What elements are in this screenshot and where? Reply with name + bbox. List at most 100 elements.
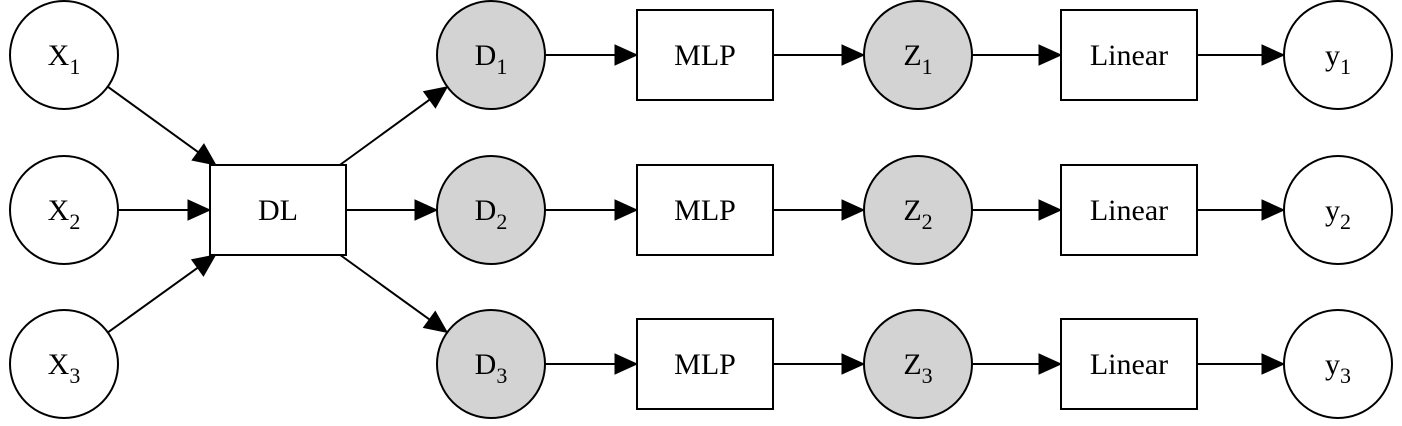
node-circle xyxy=(1283,309,1393,419)
node-label-main: DL xyxy=(258,194,298,227)
arrowhead xyxy=(414,199,439,221)
node-label: y3 xyxy=(1325,348,1351,388)
edge-d2-mlp2 xyxy=(545,199,639,221)
node-box xyxy=(636,9,774,101)
node-x3: X3 xyxy=(9,309,119,419)
block-lin3: Linear xyxy=(1060,318,1198,410)
block-dl: DL xyxy=(209,164,347,256)
node-circle xyxy=(1283,155,1393,265)
edge-d1-mlp1 xyxy=(545,44,639,66)
node-label: y2 xyxy=(1325,194,1351,234)
arrowhead xyxy=(841,353,866,375)
node-x2: X2 xyxy=(9,155,119,265)
edge-line xyxy=(339,98,431,166)
node-label-main: Z xyxy=(903,348,921,381)
block-lin2: Linear xyxy=(1060,164,1198,256)
node-label-subscript: 2 xyxy=(496,209,507,234)
arrowhead xyxy=(1038,199,1063,221)
node-box xyxy=(636,164,774,256)
node-x1: X1 xyxy=(9,0,119,110)
node-circle xyxy=(863,309,973,419)
node-circle xyxy=(9,309,119,419)
node-label-main: MLP xyxy=(674,348,736,381)
arrowhead xyxy=(422,310,449,334)
node-label-subscript: 1 xyxy=(496,54,507,79)
node-y2: y2 xyxy=(1283,155,1393,265)
node-label: X2 xyxy=(48,194,81,234)
node-label-main: X xyxy=(48,194,70,227)
node-d2: D2 xyxy=(436,155,546,265)
edge-mlp2-z2 xyxy=(773,199,866,221)
node-label: D1 xyxy=(475,39,508,79)
node-label: X1 xyxy=(48,39,81,79)
node-label: Z1 xyxy=(903,39,932,79)
node-box xyxy=(1060,318,1198,410)
node-label-subscript: 3 xyxy=(1340,363,1351,388)
node-label-main: D xyxy=(475,348,497,381)
node-label: MLP xyxy=(674,348,736,381)
node-label: D2 xyxy=(475,194,508,234)
node-label-main: MLP xyxy=(674,194,736,227)
node-label-subscript: 2 xyxy=(69,209,80,234)
arrowhead xyxy=(841,44,866,66)
node-label-subscript: 3 xyxy=(69,363,80,388)
edge-d3-mlp3 xyxy=(545,353,639,375)
node-label: D3 xyxy=(475,348,508,388)
edge-dl-d3 xyxy=(339,254,449,334)
node-box xyxy=(636,318,774,410)
edge-x2-dl xyxy=(118,199,212,221)
node-label-subscript: 2 xyxy=(1340,209,1351,234)
edge-z1-lin1 xyxy=(972,44,1063,66)
node-label: X3 xyxy=(48,348,81,388)
edge-lin2-y2 xyxy=(1197,199,1286,221)
arrowhead xyxy=(191,143,217,166)
node-label: Linear xyxy=(1090,39,1168,72)
node-label: Linear xyxy=(1090,194,1168,227)
arrowhead xyxy=(1038,353,1063,375)
arrowhead xyxy=(841,199,866,221)
node-z1: Z1 xyxy=(863,0,973,110)
node-circle xyxy=(9,155,119,265)
node-circle xyxy=(436,0,546,110)
node-label: Z2 xyxy=(903,194,932,234)
arrowhead xyxy=(1261,353,1286,375)
arrowhead xyxy=(1261,44,1286,66)
node-label: Z3 xyxy=(903,348,932,388)
node-label-main: y xyxy=(1325,194,1340,227)
arrowhead xyxy=(614,353,639,375)
node-label: MLP xyxy=(674,194,736,227)
node-label-main: Z xyxy=(903,194,921,227)
node-label-subscript: 1 xyxy=(922,54,933,79)
edge-lin1-y1 xyxy=(1197,44,1286,66)
node-label-main: Linear xyxy=(1090,194,1168,227)
node-y3: y3 xyxy=(1283,309,1393,419)
block-mlp3: MLP xyxy=(636,318,774,410)
node-label-main: Z xyxy=(903,39,921,72)
node-label-subscript: 1 xyxy=(69,54,80,79)
arrowhead xyxy=(422,86,449,109)
node-d3: D3 xyxy=(436,309,546,419)
node-circle xyxy=(863,155,973,265)
node-label: DL xyxy=(258,194,298,227)
edge-dl-d2 xyxy=(346,199,439,221)
block-mlp2: MLP xyxy=(636,164,774,256)
node-y1: y1 xyxy=(1283,0,1393,110)
node-label: y1 xyxy=(1325,39,1351,79)
arrowhead xyxy=(187,199,212,221)
node-box xyxy=(1060,9,1198,101)
node-label-main: D xyxy=(475,39,497,72)
edge-line xyxy=(107,267,199,334)
node-d1: D1 xyxy=(436,0,546,110)
arrowhead xyxy=(614,44,639,66)
nodes-layer: X1X2X3DLD1D2D3MLPMLPMLPZ1Z2Z3LinearLinea… xyxy=(9,0,1393,419)
edges-layer xyxy=(107,44,1286,375)
node-label-main: y xyxy=(1325,39,1340,72)
node-label-main: MLP xyxy=(674,39,736,72)
arrowhead xyxy=(1038,44,1063,66)
node-z3: Z3 xyxy=(863,309,973,419)
node-label-main: D xyxy=(475,194,497,227)
node-label-main: X xyxy=(48,348,70,381)
node-label-subscript: 3 xyxy=(922,363,933,388)
node-label-main: y xyxy=(1325,348,1340,381)
